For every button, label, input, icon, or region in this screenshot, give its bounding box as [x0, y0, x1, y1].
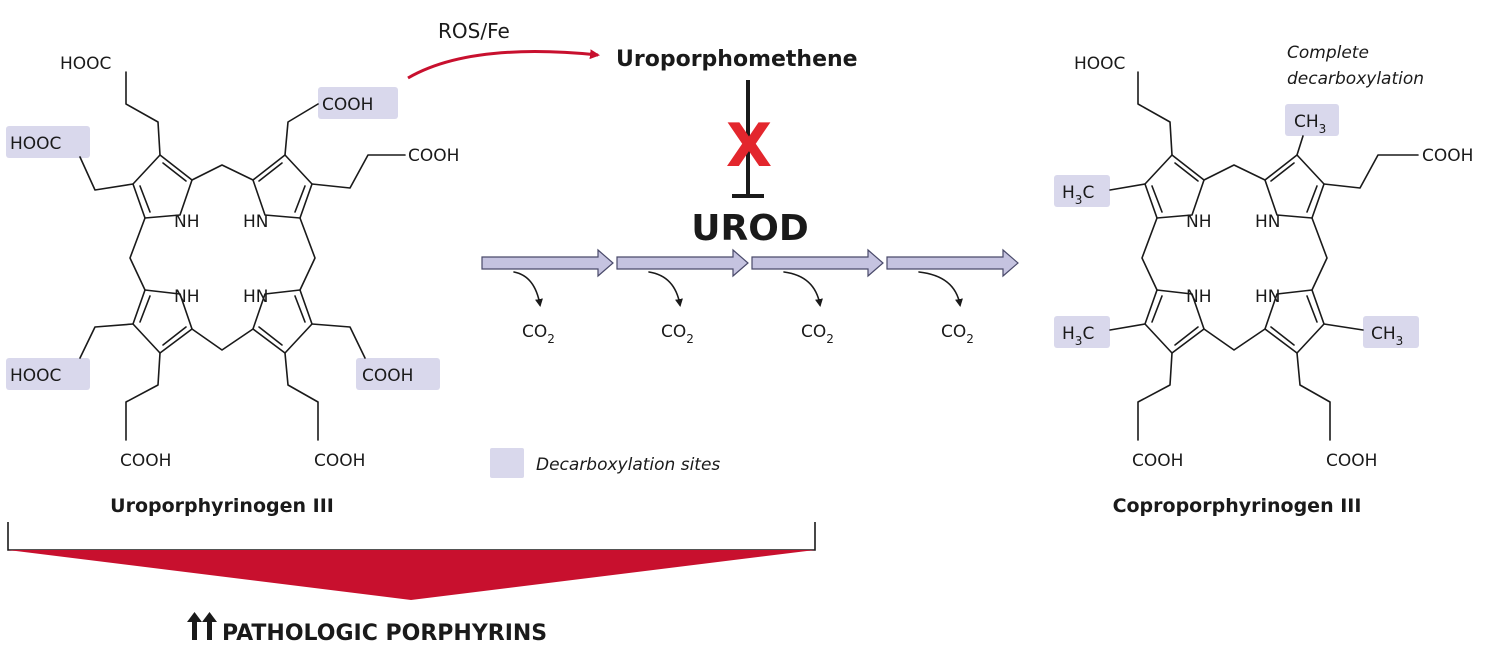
step-arrow [886, 248, 1019, 278]
carboxyl-group-label: COOH [408, 146, 459, 166]
legend-label: Decarboxylation sites [536, 455, 720, 475]
carboxyl-group-label: HOOC [1074, 54, 1125, 74]
carboxyl-group-label: HOOC [10, 134, 61, 154]
co2-release-arrow [648, 271, 683, 307]
decarboxylation-site-highlight [6, 358, 90, 390]
carboxyl-group-label: COOH [1326, 451, 1377, 471]
carboxyl-group-label: COOH [120, 451, 171, 471]
uroporphomethene-label: Uroporphomethene [616, 47, 858, 72]
uroporphyrinogen-structure [6, 71, 440, 441]
amine-label: HN [1255, 287, 1281, 307]
legend-swatch [490, 448, 524, 478]
co2-label: CO2 [941, 322, 974, 346]
decarboxylation-site-highlight [1054, 316, 1110, 348]
coproporphyrinogen-structure [1054, 71, 1419, 441]
blocked-x-mark: X [726, 111, 772, 181]
decarboxylation-site-highlight [318, 87, 398, 119]
co2-label: CO2 [522, 322, 555, 346]
decarboxylation-steps [481, 248, 1019, 307]
coproporphyrinogen-title: Coproporphyrinogen III [1113, 495, 1362, 517]
step-arrow [751, 248, 884, 278]
carboxyl-group-label: COOH [314, 451, 365, 471]
step-arrow [481, 248, 614, 278]
amine-label: HN [243, 212, 269, 232]
oxidation-arrow [407, 49, 600, 80]
decarboxylation-site-highlight [356, 358, 440, 390]
co2-release-arrow [783, 271, 823, 307]
decarboxylation-site-highlight [1054, 175, 1110, 207]
carboxyl-group-label: COOH [1422, 146, 1473, 166]
decarboxylation-site-highlight [1363, 316, 1419, 348]
co2-label: CO2 [801, 322, 834, 346]
ros-fe-label: ROS/Fe [438, 19, 510, 43]
carboxyl-group-label: HOOC [60, 54, 111, 74]
pathologic-porphyrins-label: PATHOLOGIC PORPHYRINS [222, 621, 547, 646]
complete-decarboxylation-note: Complete [1287, 43, 1369, 63]
accumulation-wedge [8, 550, 815, 600]
methyl-group-label: CH3 [1371, 324, 1403, 348]
carboxyl-group-label: COOH [322, 95, 373, 115]
co2-release-arrow [513, 271, 543, 307]
uroporphyrinogen-title: Uroporphyrinogen III [110, 495, 334, 517]
amine-label: NH [1186, 212, 1212, 232]
double-up-arrow-icon [187, 612, 217, 640]
carboxyl-group-label: HOOC [10, 366, 61, 386]
amine-label: HN [1255, 212, 1281, 232]
co2-label: CO2 [661, 322, 694, 346]
amine-label: NH [174, 212, 200, 232]
amine-label: HN [243, 287, 269, 307]
decarboxylation-site-highlight [1285, 104, 1339, 136]
amine-label: NH [1186, 287, 1212, 307]
amine-label: NH [174, 287, 200, 307]
methyl-group-label: H3C [1062, 324, 1094, 348]
urod-label: UROD [691, 208, 808, 249]
co2-release-arrow [918, 271, 963, 307]
methyl-group-label: CH3 [1294, 112, 1326, 136]
carboxyl-group-label: COOH [1132, 451, 1183, 471]
complete-decarboxylation-note: decarboxylation [1287, 69, 1424, 89]
decarboxylation-site-highlight [6, 126, 90, 158]
accumulation-bracket [7, 522, 816, 551]
step-arrow [616, 248, 749, 278]
methyl-group-label: H3C [1062, 183, 1094, 207]
carboxyl-group-label: COOH [362, 366, 413, 386]
